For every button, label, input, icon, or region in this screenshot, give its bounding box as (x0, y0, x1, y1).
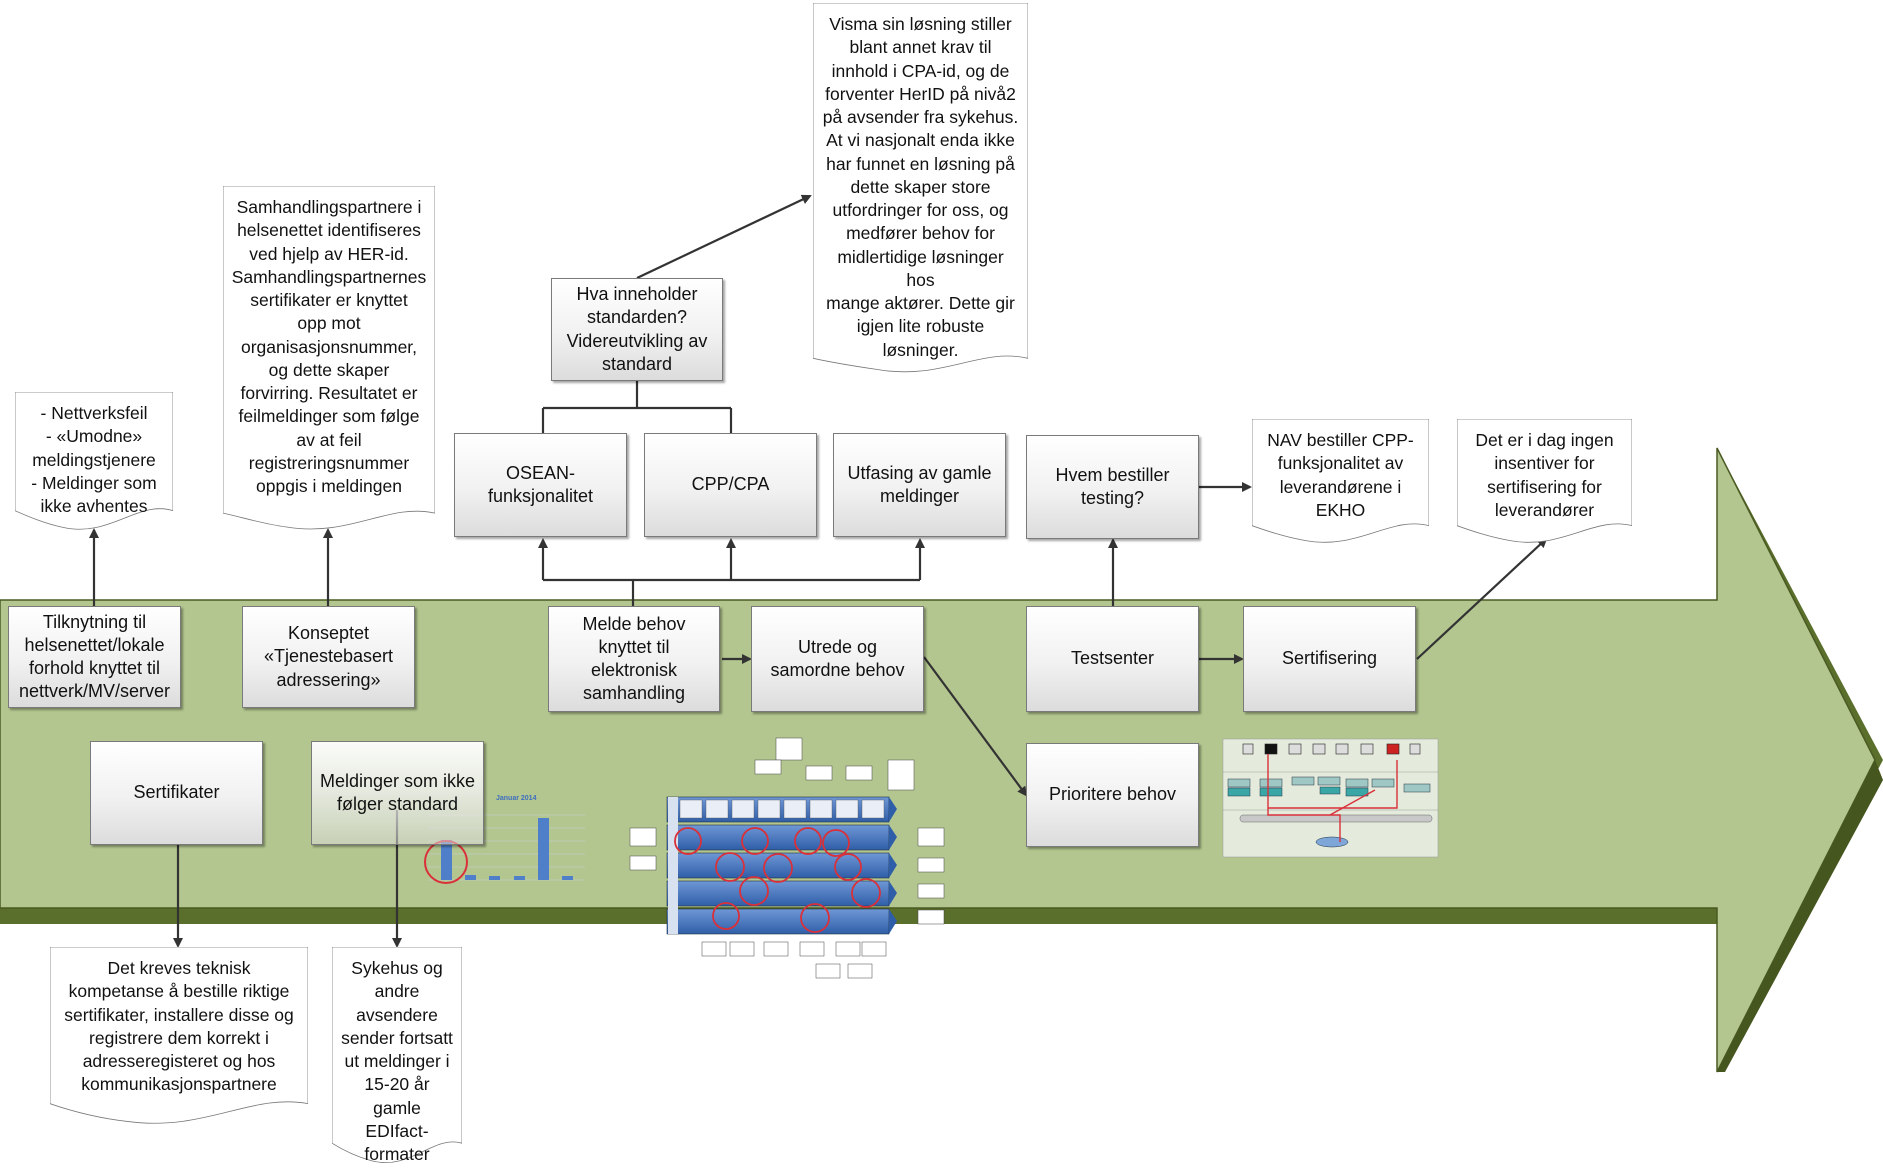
sykehus-text: Sykehus og andre avsendere sender fortsa… (341, 958, 453, 1165)
utrede-label: Utrede og samordne behov (770, 636, 905, 680)
hva-inneholder-label: Hva inneholder standarden? Videreutvikli… (566, 284, 708, 374)
visma-text: Visma sin løsning stiller blant annet kr… (822, 14, 1019, 360)
melde-behov-label: Melde behov knyttet til elektronisk samh… (582, 613, 686, 704)
konseptet-box[interactable]: Konseptet «Tjenestebasert adressering» (242, 606, 415, 708)
process-arrow (0, 447, 1883, 1073)
utrede-box[interactable]: Utrede og samordne behov (751, 606, 924, 712)
kompetanse-note: Det kreves teknisk kompetanse å bestille… (50, 947, 308, 1125)
nav-text: NAV bestiller CPP- funksjonalitet av lev… (1267, 430, 1414, 520)
hva-inneholder-box[interactable]: Hva inneholder standarden? Videreutvikli… (551, 278, 723, 381)
meldinger-box[interactable]: Meldinger som ikke følger standard (311, 741, 484, 845)
visma-note: Visma sin løsning stiller blant annet kr… (813, 3, 1028, 377)
hvem-bestiller-box[interactable]: Hvem bestiller testing? (1026, 435, 1199, 539)
architecture-thumbnail (1222, 738, 1439, 858)
testsenter-label: Testsenter (1070, 648, 1155, 669)
sertifisering-label: Sertifisering (1281, 648, 1378, 669)
samhandlingspartnere-text: Samhandlingspartnere i helsenettet ident… (231, 197, 427, 497)
utfasing-box[interactable]: Utfasing av gamle meldinger (833, 433, 1006, 537)
prioritere-label: Prioritere behov (1048, 784, 1177, 805)
sykehus-note: Sykehus og andre avsendere sender fortsa… (332, 947, 462, 1165)
swimlane-process-thumbnail (629, 737, 945, 979)
tilknytning-box[interactable]: Tilknytning til helsenettet/lokale forho… (8, 606, 181, 708)
meldinger-label: Meldinger som ikke følger standard (319, 771, 476, 815)
prioritere-box[interactable]: Prioritere behov (1026, 743, 1199, 847)
sertifisering-box[interactable]: Sertifisering (1243, 606, 1416, 712)
osean-label: OSEAN-funksjonalitet (487, 462, 594, 506)
cpp-cpa-label: CPP/CPA (691, 474, 770, 495)
insentiver-note: Det er i dag ingen insentiver for sertif… (1457, 419, 1632, 543)
insentiver-text: Det er i dag ingen insentiver for sertif… (1475, 430, 1614, 520)
nettverksfeil-note: - Nettverksfeil - «Umodne» meldingstjene… (15, 392, 173, 530)
nettverksfeil-text: - Nettverksfeil - «Umodne» meldingstjene… (31, 403, 157, 517)
testsenter-box[interactable]: Testsenter (1026, 606, 1199, 712)
konseptet-label: Konseptet «Tjenestebasert adressering» (263, 623, 394, 690)
cpp-cpa-box[interactable]: CPP/CPA (644, 433, 817, 537)
melde-behov-box[interactable]: Melde behov knyttet til elektronisk samh… (548, 606, 720, 712)
tilknytning-label: Tilknytning til helsenettet/lokale forho… (18, 611, 171, 702)
osean-box[interactable]: OSEAN-funksjonalitet (454, 433, 627, 537)
samhandlingspartnere-note: Samhandlingspartnere i helsenettet ident… (223, 186, 435, 534)
nav-note: NAV bestiller CPP- funksjonalitet av lev… (1252, 419, 1429, 543)
sertifikater-box[interactable]: Sertifikater (90, 741, 263, 845)
embedded-chart-title: Januar 2014 (496, 795, 537, 802)
hvem-bestiller-label: Hvem bestiller testing? (1055, 464, 1170, 508)
utfasing-label: Utfasing av gamle meldinger (847, 462, 992, 506)
kompetanse-text: Det kreves teknisk kompetanse å bestille… (64, 958, 294, 1095)
sertifikater-label: Sertifikater (133, 782, 220, 803)
